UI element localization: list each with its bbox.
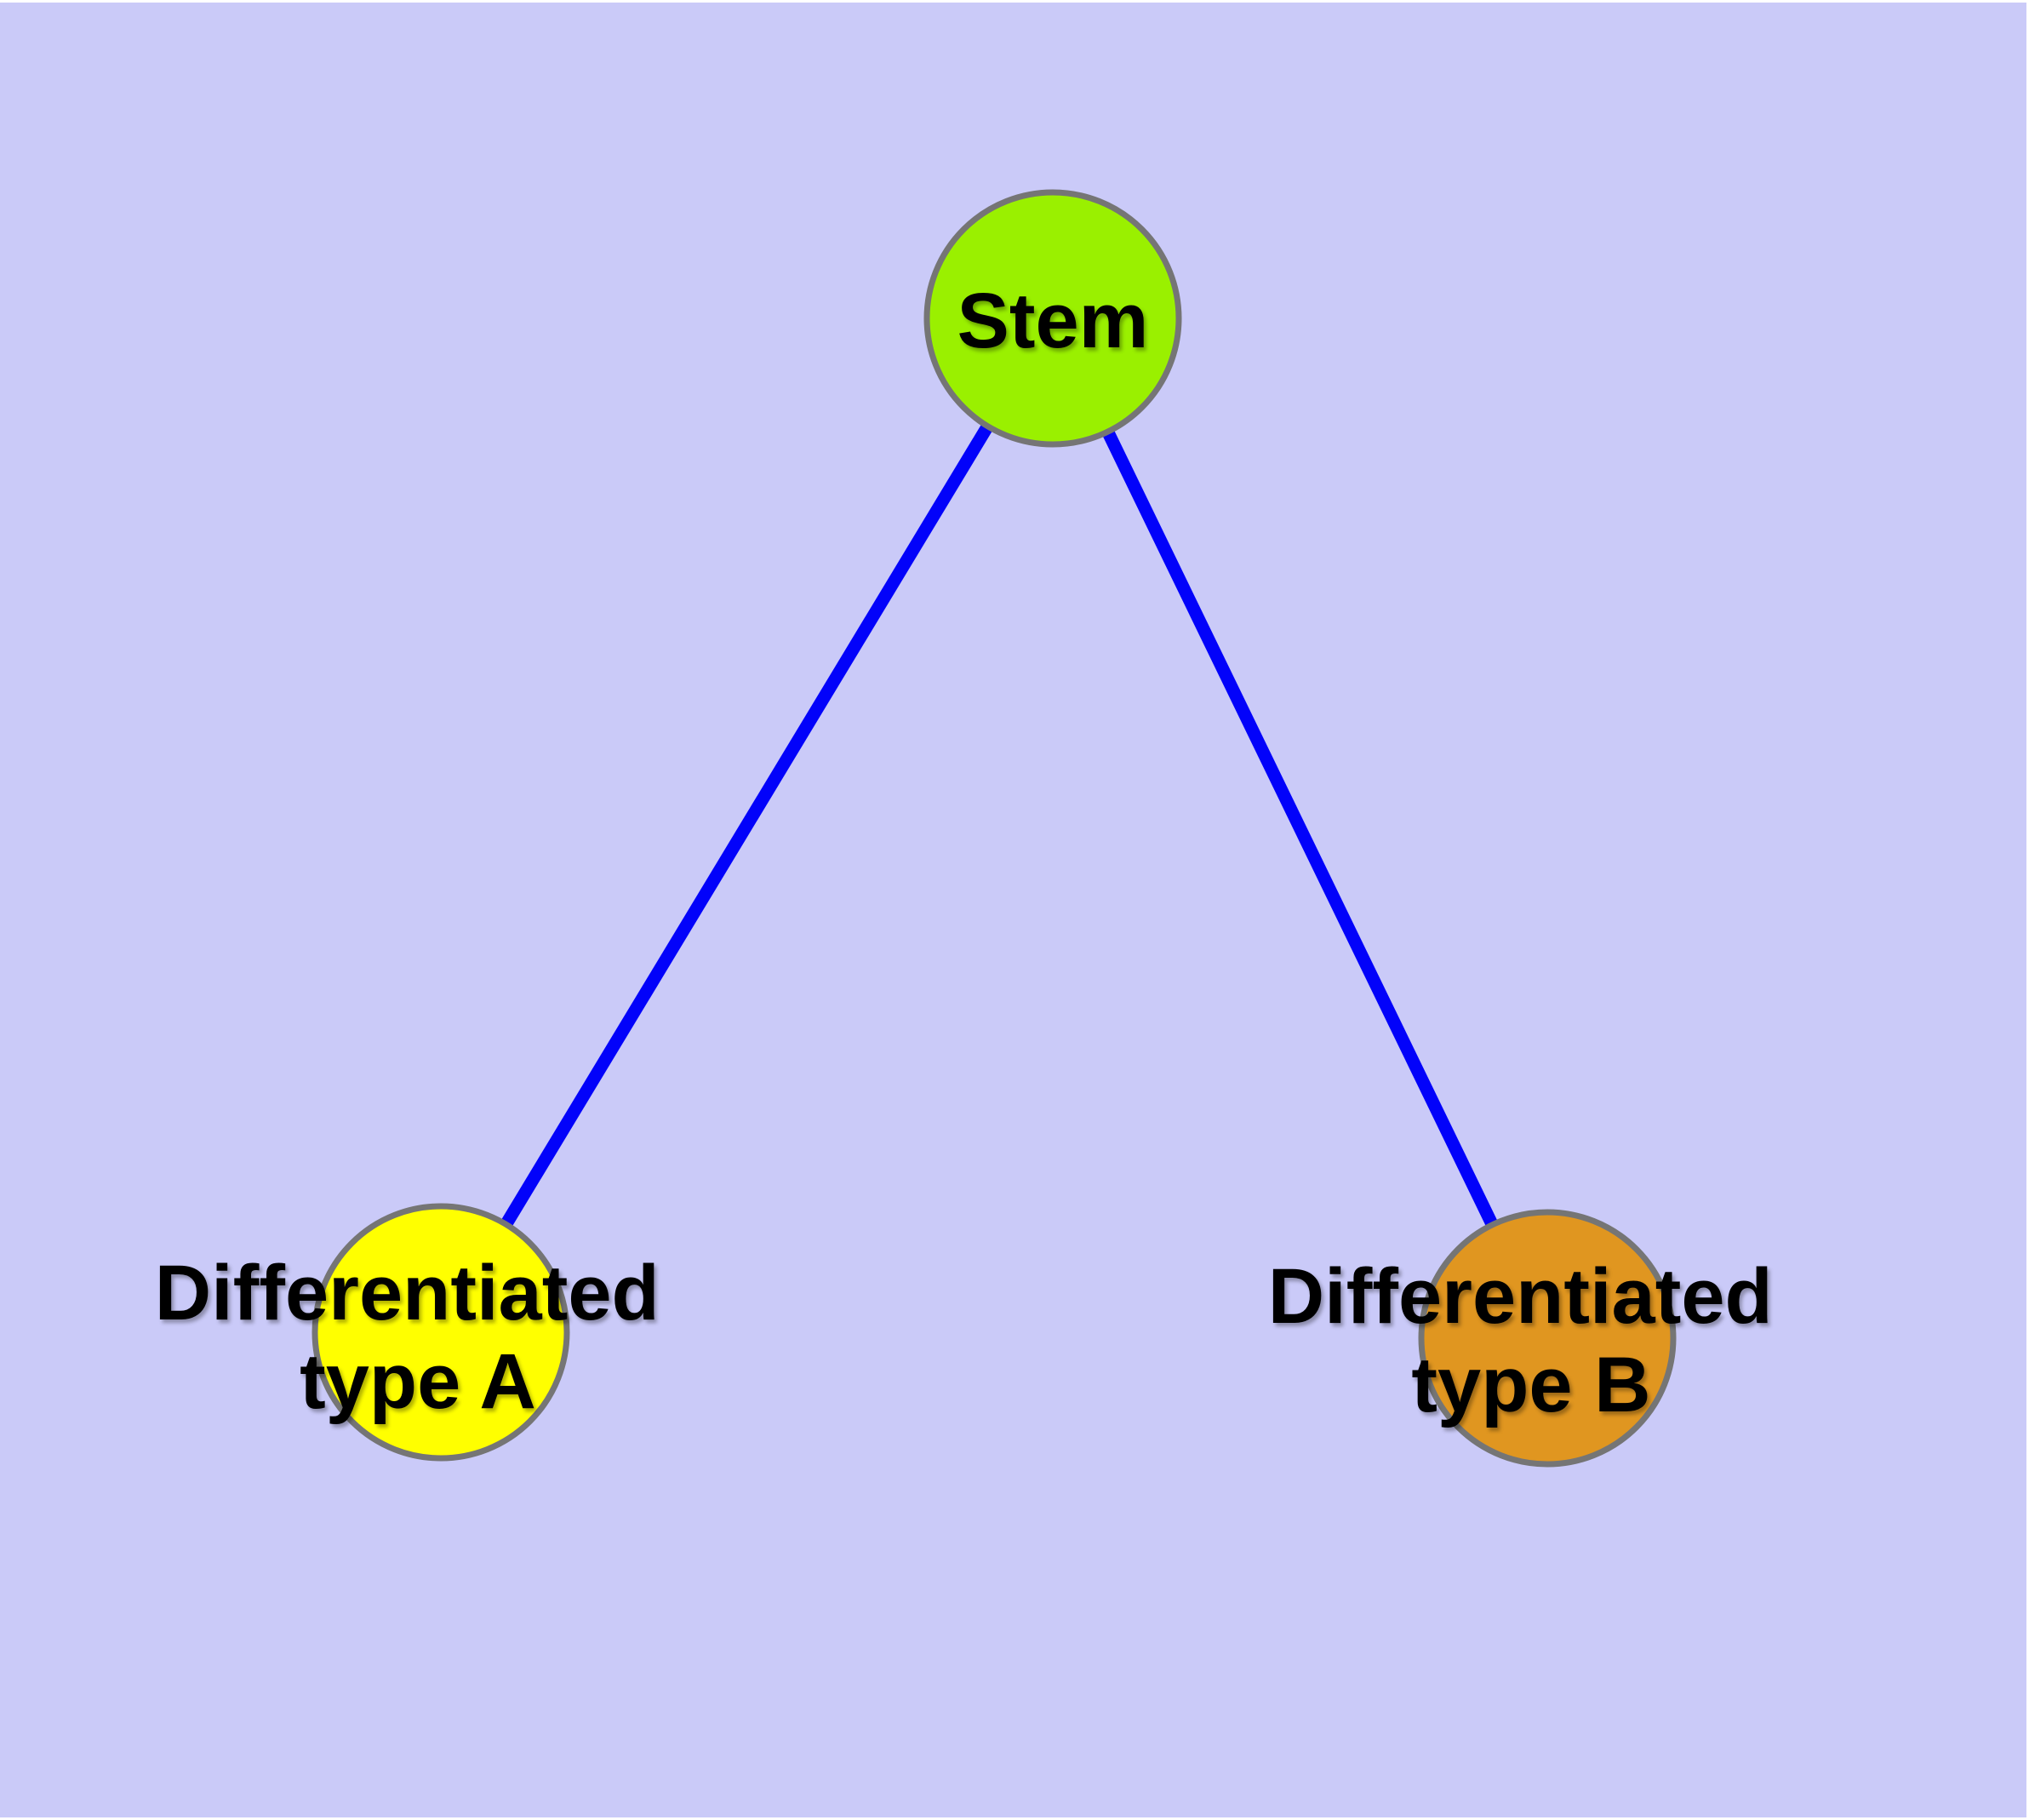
edge-stem-to-type-b xyxy=(1047,315,1553,1342)
node-stem xyxy=(923,189,1182,448)
node-label-type-a-line2: type A xyxy=(300,1338,536,1425)
node-differentiated-type-b xyxy=(1418,1209,1677,1468)
node-differentiated-type-a xyxy=(311,1203,570,1462)
node-label-stem: Stem xyxy=(957,278,1149,364)
node-label-type-a: Differentiated type A xyxy=(155,1250,682,1425)
node-label-type-b-line2: type B xyxy=(1411,1342,1650,1428)
node-layer xyxy=(311,189,1677,1468)
edge-stem-to-type-a xyxy=(435,315,1059,1336)
edge-layer xyxy=(435,315,1553,1342)
label-layer: Stem Differentiated type A Differentiate… xyxy=(155,278,1795,1428)
node-label-type-b-line1: Differentiated xyxy=(1268,1253,1773,1340)
node-label-type-a-line1: Differentiated xyxy=(155,1250,660,1336)
node-label-type-b: Differentiated type B xyxy=(1268,1253,1795,1428)
